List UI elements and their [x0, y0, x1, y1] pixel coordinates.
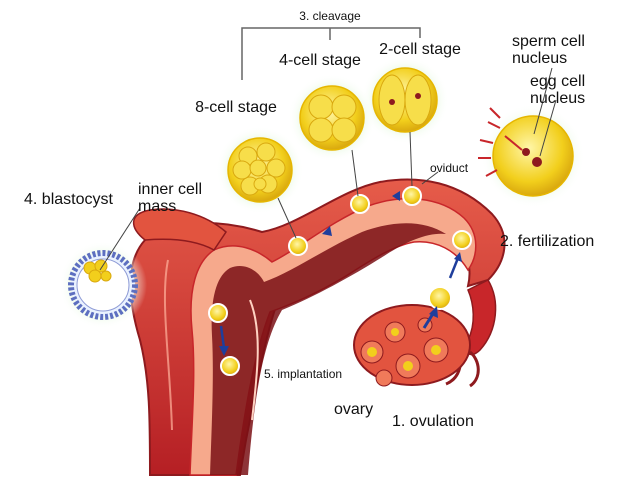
sperm-label-line1: sperm cell — [512, 33, 585, 50]
oviduct-label: oviduct — [430, 161, 469, 175]
eight-cell-in-tube — [288, 236, 308, 256]
two-cell-in-tube — [402, 186, 422, 206]
cleavage-label: 3. cleavage — [299, 9, 361, 23]
blastocyst — [59, 207, 147, 329]
eight-cell-label: 8-cell stage — [195, 99, 277, 116]
fertilized-egg-in-tube — [452, 230, 472, 250]
inner-cell-mass-label-line1: inner cell — [138, 181, 202, 198]
eight-cell-stage — [216, 126, 304, 239]
two-cell-stage — [361, 56, 449, 187]
blastocyst-in-uterus — [208, 303, 228, 323]
ovulated-egg — [428, 286, 452, 310]
ovulation-label: 1. ovulation — [392, 413, 474, 430]
blastocyst-label: 4. blastocyst — [24, 191, 113, 208]
four-cell-in-tube — [350, 194, 370, 214]
oviduct-cells — [208, 186, 472, 376]
egg-label-line1: egg cell — [530, 73, 585, 90]
ovary — [353, 304, 471, 387]
egg-label-line2: nucleus — [530, 90, 585, 107]
four-cell-stage — [288, 74, 376, 197]
fertilization-label: 2. fertilization — [500, 233, 594, 250]
fertilization-egg — [421, 67, 585, 208]
uterus — [129, 178, 506, 476]
four-cell-label: 4-cell stage — [279, 52, 361, 69]
sperm-label-line2: nucleus — [512, 50, 567, 67]
implantation-label: 5. implantation — [264, 367, 342, 381]
sperm-nucleus — [522, 148, 530, 156]
inner-cell-mass-label-line2: mass — [138, 198, 176, 215]
sperm-cells — [478, 107, 523, 177]
egg-nucleus — [532, 157, 542, 167]
cleavage-bracket — [241, 27, 421, 80]
implanting-embryo — [220, 356, 240, 376]
ovary-label: ovary — [334, 401, 373, 418]
two-cell-label: 2-cell stage — [379, 41, 461, 58]
